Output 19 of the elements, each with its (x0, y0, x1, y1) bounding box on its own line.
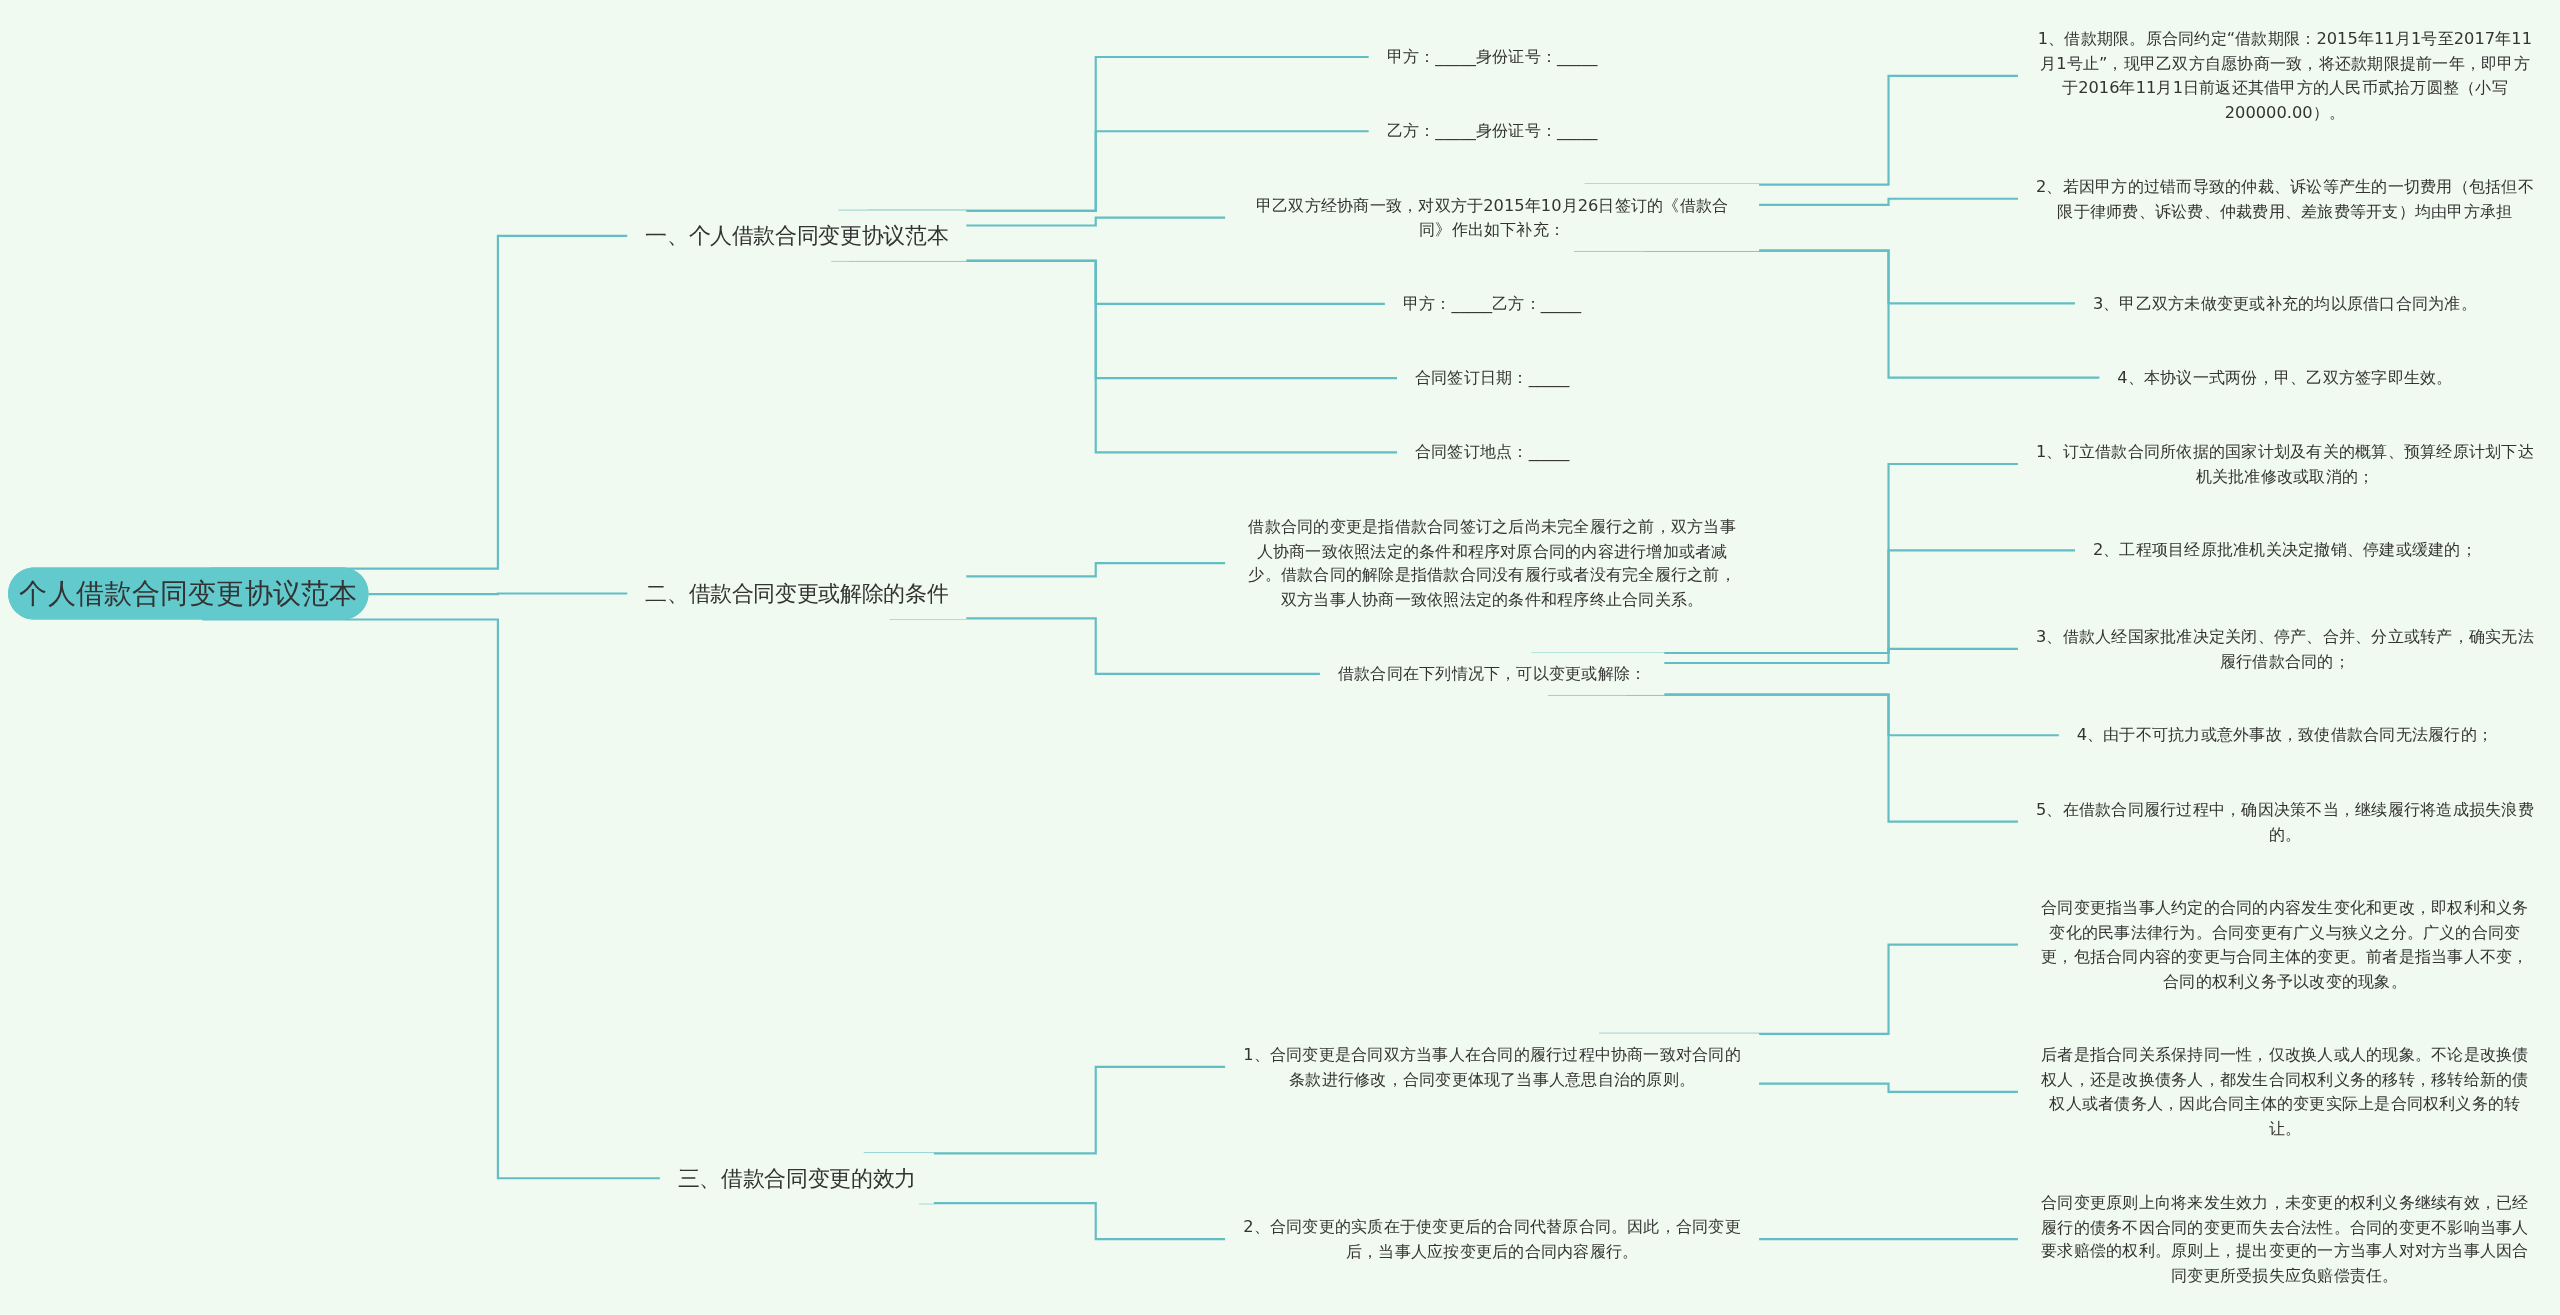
node-text: 2、工程项目经原批准机关决定撤销、停建或缓建的； (2092, 540, 2477, 560)
node-text: 合同签订日期：_____ (1414, 368, 1570, 388)
node-text: 借款合同的变更是指借款合同签订之后尚未完全履行之前，双方当事人协商一致依照法定的条件和程序对原合同的内容进行增加或者减少。借款合同的解除是指借款合同没有履行或者没有完全履行之前，双方当事人协商一致依照法定的条件和程序终止合同关系。 (1248, 516, 1736, 610)
node-text: 乙方：_____身份证号：_____ (1386, 121, 1598, 141)
node-text: 2、若因甲方的过错而导致的仲裁、诉讼等产生的一切费用（包括但不限于律师费、诉讼费、仲裁费用、差旅费等开支）均由甲方承担 (2036, 176, 2534, 221)
node-text: 甲方：_____乙方：_____ (1402, 293, 1582, 314)
node-text: 合同变更原则上向将来发生效力，未变更的权利义务继续有效，已经履行的债务不因合同的变更而失去合法性。合同的变更不影响当事人要求赔偿的权利。原则上，提出变更的一方当事人对对方当事人因合同变更所受损失应负赔偿责任。 (2041, 1192, 2529, 1286)
node-text: 1、订立借款合同所依据的国家计划及有关的概算、预算经原计划下达机关批准修改或取消的； (2036, 441, 2534, 486)
node-text: 3、甲乙双方未做变更或补充的均以原借口合同为准。 (2092, 293, 2477, 313)
node-text: 4、本协议一式两份，甲、乙双方签字即生效。 (2117, 367, 2453, 388)
node-text: 2、合同变更的实质在于使变更后的合同代替原合同。因此，合同变更后，当事人应按变更后的合同内容履行。 (1243, 1216, 1741, 1261)
node-text: 4、由于不可抗力或意外事故，致使借款合同无法履行的； (2076, 725, 2494, 745)
node-text: 甲方：_____身份证号：_____ (1386, 47, 1598, 67)
node-text: 1、借款期限。原合同约定“借款期限：2015年11月1号至2017年11月1号止”，现甲乙双方自愿协商一致，将还款期限提前一年，即甲方于2016年11月1日前返还其借甲方的人民币贰拾万圆整（小写200000.00）。 (2037, 29, 2533, 122)
node-text: 后者是指合同关系保持同一性，仅改换人或人的现象。不论是改换债权人，还是改换债务人，都发生合同权利义务的移转，移转给新的债权人或者债务人，因此合同主体的变更实际上是合同权利义务的转让。 (2041, 1045, 2529, 1138)
node-text: 5、在借款合同履行过程中，确因决策不当，继续履行将造成损失浪费的。 (2036, 799, 2534, 844)
node-text: 合同变更指当事人约定的合同的内容发生变化和更改，即权利和义务变化的民事法律行为。合同变更有广义与狭义之分。广义的合同变更，包括合同内容的变更与合同主体的变更。前者是指当事人不变，合同的权利义务予以改变的现象。 (2041, 898, 2529, 991)
node-text: 合同签订地点：_____ (1414, 442, 1570, 462)
node-text: 3、借款人经国家批准决定关闭、停产、合并、分立或转产，确实无法履行借款合同的； (2036, 626, 2534, 671)
